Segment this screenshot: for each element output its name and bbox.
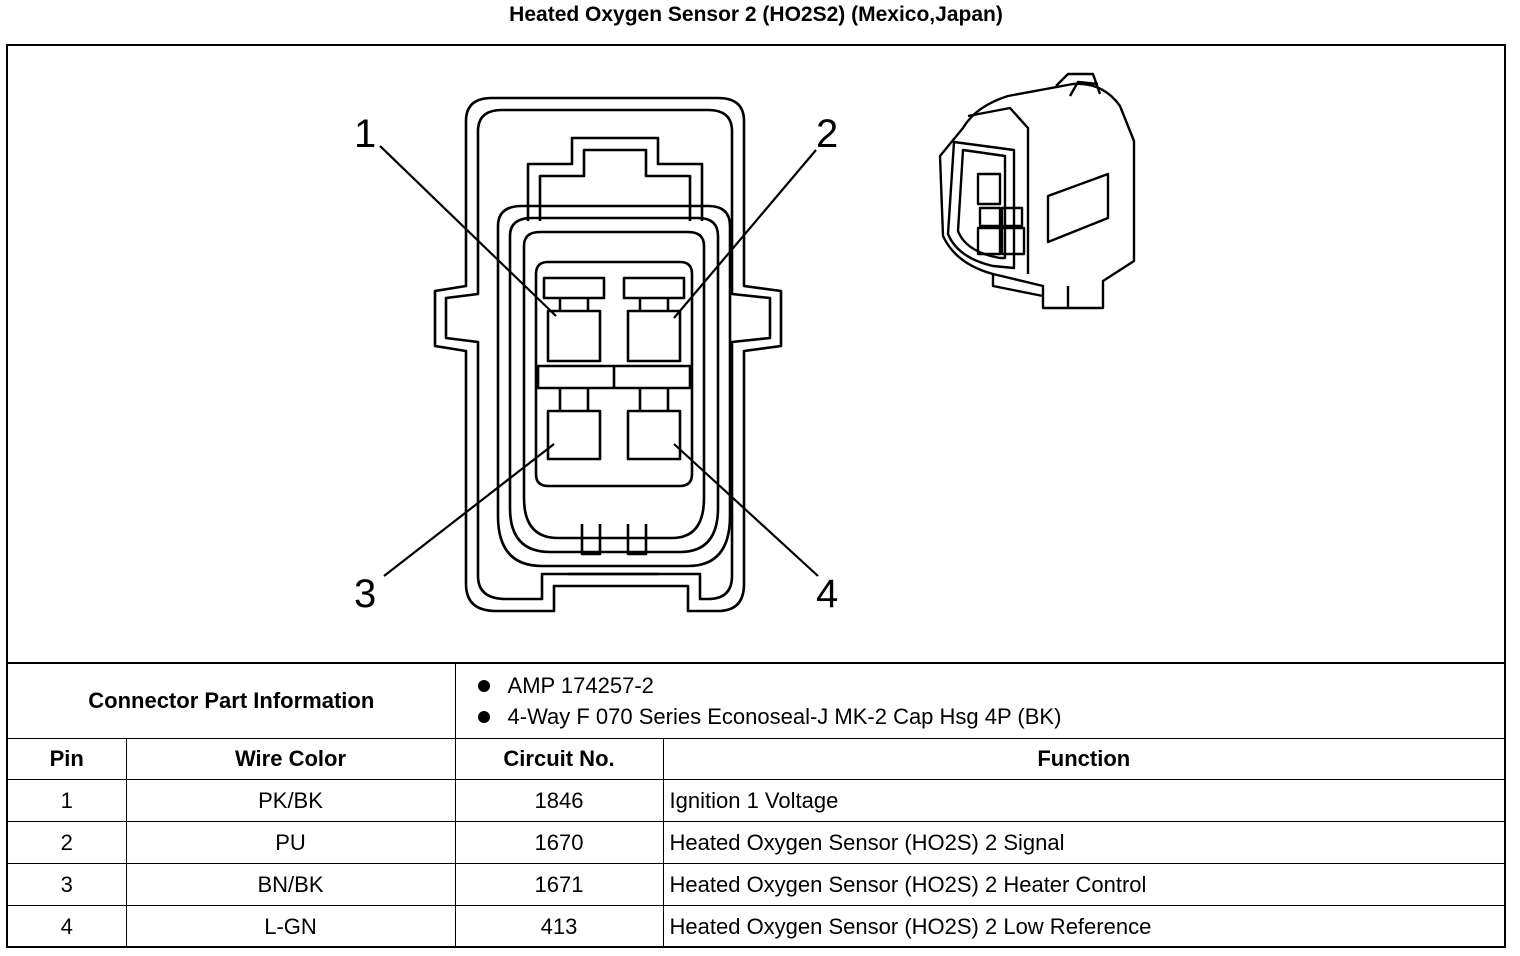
leader-line-1 <box>379 145 557 317</box>
table-row: 4 L-GN 413 Heated Oxygen Sensor (HO2S) 2… <box>8 905 1505 947</box>
leader-line-4 <box>673 443 819 577</box>
table-row: 2 PU 1670 Heated Oxygen Sensor (HO2S) 2 … <box>8 821 1505 864</box>
cell-pin: 1 <box>8 779 127 822</box>
pin-label-2: 2 <box>816 112 839 156</box>
bullet-icon <box>477 710 490 723</box>
cell-circuit-no: 1671 <box>454 863 664 906</box>
table-row: 3 BN/BK 1671 Heated Oxygen Sensor (HO2S)… <box>8 863 1505 906</box>
cell-wire-color: PU <box>125 821 456 864</box>
connector-info-values: AMP 174257-2 4-Way F 070 Series Econosea… <box>454 662 1505 739</box>
page-title: Heated Oxygen Sensor 2 (HO2S2) (Mexico,J… <box>509 3 1003 26</box>
cell-circuit-no: 1670 <box>454 821 664 864</box>
cell-circuit-no: 413 <box>454 905 664 947</box>
terminal-2 <box>626 309 682 363</box>
leader-line-3 <box>383 443 555 577</box>
header-wire-color: Wire Color <box>125 738 456 780</box>
header-function: Function <box>662 738 1505 780</box>
housing-outline <box>433 96 783 613</box>
leader-line-2 <box>673 149 817 319</box>
connector-info-item: 4-Way F 070 Series Econoseal-J MK-2 Cap … <box>477 701 1505 732</box>
cell-wire-color: L-GN <box>125 905 456 947</box>
terminal-3 <box>546 409 602 461</box>
connector-info-row: Connector Part Information AMP 174257-2 … <box>8 662 1505 739</box>
cell-function: Heated Oxygen Sensor (HO2S) 2 Signal <box>662 821 1505 864</box>
bottom-key <box>580 524 602 556</box>
pinout-table: Connector Part Information AMP 174257-2 … <box>8 662 1505 947</box>
terminal-1 <box>546 309 602 363</box>
cell-function: Ignition 1 Voltage <box>662 779 1505 822</box>
pin-label-1: 1 <box>354 112 377 156</box>
cell-function: Heated Oxygen Sensor (HO2S) 2 Heater Con… <box>662 863 1505 906</box>
cell-pin: 3 <box>8 863 127 906</box>
connector-face-drawing <box>379 72 1136 613</box>
header-pin: Pin <box>8 738 127 780</box>
header-circuit-no: Circuit No. <box>454 738 664 780</box>
cavity-window <box>534 260 694 488</box>
connector-info-label: Connector Part Information <box>8 662 456 739</box>
cell-pin: 2 <box>8 821 127 864</box>
cell-function: Heated Oxygen Sensor (HO2S) 2 Low Refere… <box>662 905 1505 947</box>
connector-iso-view <box>938 72 1136 310</box>
seal-ring-outer <box>496 204 732 568</box>
top-latch <box>526 136 704 221</box>
connector-diagram: 1 2 3 4 <box>8 46 1504 662</box>
table-header-row: Pin Wire Color Circuit No. Function <box>8 738 1505 780</box>
seal-ring-inner <box>522 230 706 540</box>
cell-wire-color: PK/BK <box>125 779 456 822</box>
cell-wire-color: BN/BK <box>125 863 456 906</box>
pin-label-4: 4 <box>816 572 839 616</box>
terminal-4 <box>626 409 682 461</box>
pin-label-3: 3 <box>354 572 377 616</box>
cell-circuit-no: 1846 <box>454 779 664 822</box>
connector-info-item: AMP 174257-2 <box>477 670 1505 701</box>
bullet-icon <box>477 679 490 692</box>
cell-pin: 4 <box>8 905 127 947</box>
table-row: 1 PK/BK 1846 Ignition 1 Voltage <box>8 779 1505 822</box>
housing-inner-outline <box>444 108 772 601</box>
connector-frame: 1 2 3 4 Connector Part Information AMP 1… <box>6 44 1506 948</box>
seal-ring-middle <box>508 216 720 554</box>
